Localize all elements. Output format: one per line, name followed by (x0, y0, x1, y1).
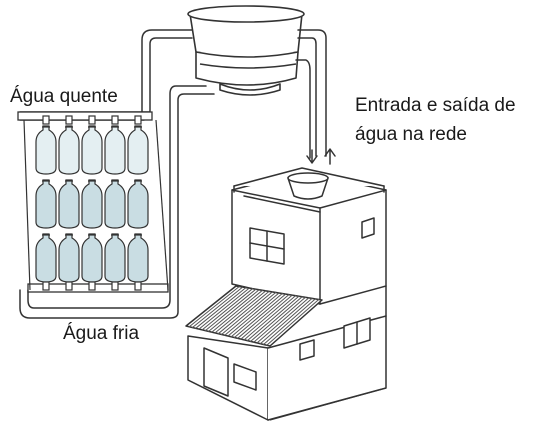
pet-bottle (35, 233, 57, 283)
pet-bottle (127, 233, 149, 283)
bottle-connector (65, 281, 73, 291)
roof-tile-line (198, 287, 250, 330)
bottle-connector (111, 115, 119, 125)
pet-bottle (81, 233, 103, 283)
bottle-connector (88, 115, 96, 125)
roof-tile-line (224, 291, 277, 336)
pet-bottle (35, 125, 57, 175)
pet-bottle (58, 125, 80, 175)
pet-bottle (104, 233, 126, 283)
network-label-line2: água na rede (355, 124, 467, 145)
roof-tile-line (240, 294, 293, 340)
pet-bottle (81, 125, 103, 175)
roof-tile-line (211, 289, 263, 333)
roof-tile-line (214, 290, 267, 334)
roof-tile-line (253, 296, 306, 343)
roof-tile-line (191, 286, 244, 329)
pet-bottle (104, 179, 126, 229)
roof-tile-line (188, 286, 240, 328)
house-icon (185, 167, 387, 421)
roof-tile-line (256, 297, 310, 344)
roof-tile-line (204, 288, 257, 332)
roof-tile-line (230, 293, 283, 338)
roof-tile-line (263, 298, 316, 345)
bottle-connector (134, 281, 142, 291)
pet-bottle (127, 125, 149, 175)
bottle-connector (88, 281, 96, 291)
roof-tile-line (195, 287, 247, 329)
roof-tile-line (243, 295, 297, 341)
roof-tile-line (259, 297, 313, 345)
roof-tile-line (217, 290, 270, 335)
pet-bottle (127, 179, 149, 229)
pet-bottle (35, 179, 57, 229)
pet-bottle (58, 233, 80, 283)
roof-tile-line (201, 288, 254, 331)
roof-tile-line (233, 293, 287, 339)
ground-line (269, 387, 387, 421)
bottle-connector (111, 281, 119, 291)
bottle-connector (42, 281, 50, 291)
pet-bottle (81, 179, 103, 229)
pet-bottle (104, 125, 126, 175)
network-label-line1: Entrada e saída de (355, 95, 516, 116)
roof-tile-line (227, 292, 280, 337)
bottle-connector (134, 115, 142, 125)
water-tank-icon (187, 5, 305, 96)
bottle-connector (65, 115, 73, 125)
pet-bottle (58, 179, 80, 229)
roof-tile-line (208, 289, 260, 332)
pet-bottle-solar-collector-icon (17, 111, 169, 293)
roof-tile-line (237, 294, 290, 339)
roof-tile-line (266, 298, 320, 346)
roof-tile-line (221, 291, 273, 335)
roof-tile-line (250, 296, 303, 342)
bottle-connector (42, 115, 50, 125)
cold-water-label: Água fria (63, 323, 140, 344)
hot-water-label: Água quente (10, 86, 118, 107)
roof-tile-line (246, 295, 300, 342)
